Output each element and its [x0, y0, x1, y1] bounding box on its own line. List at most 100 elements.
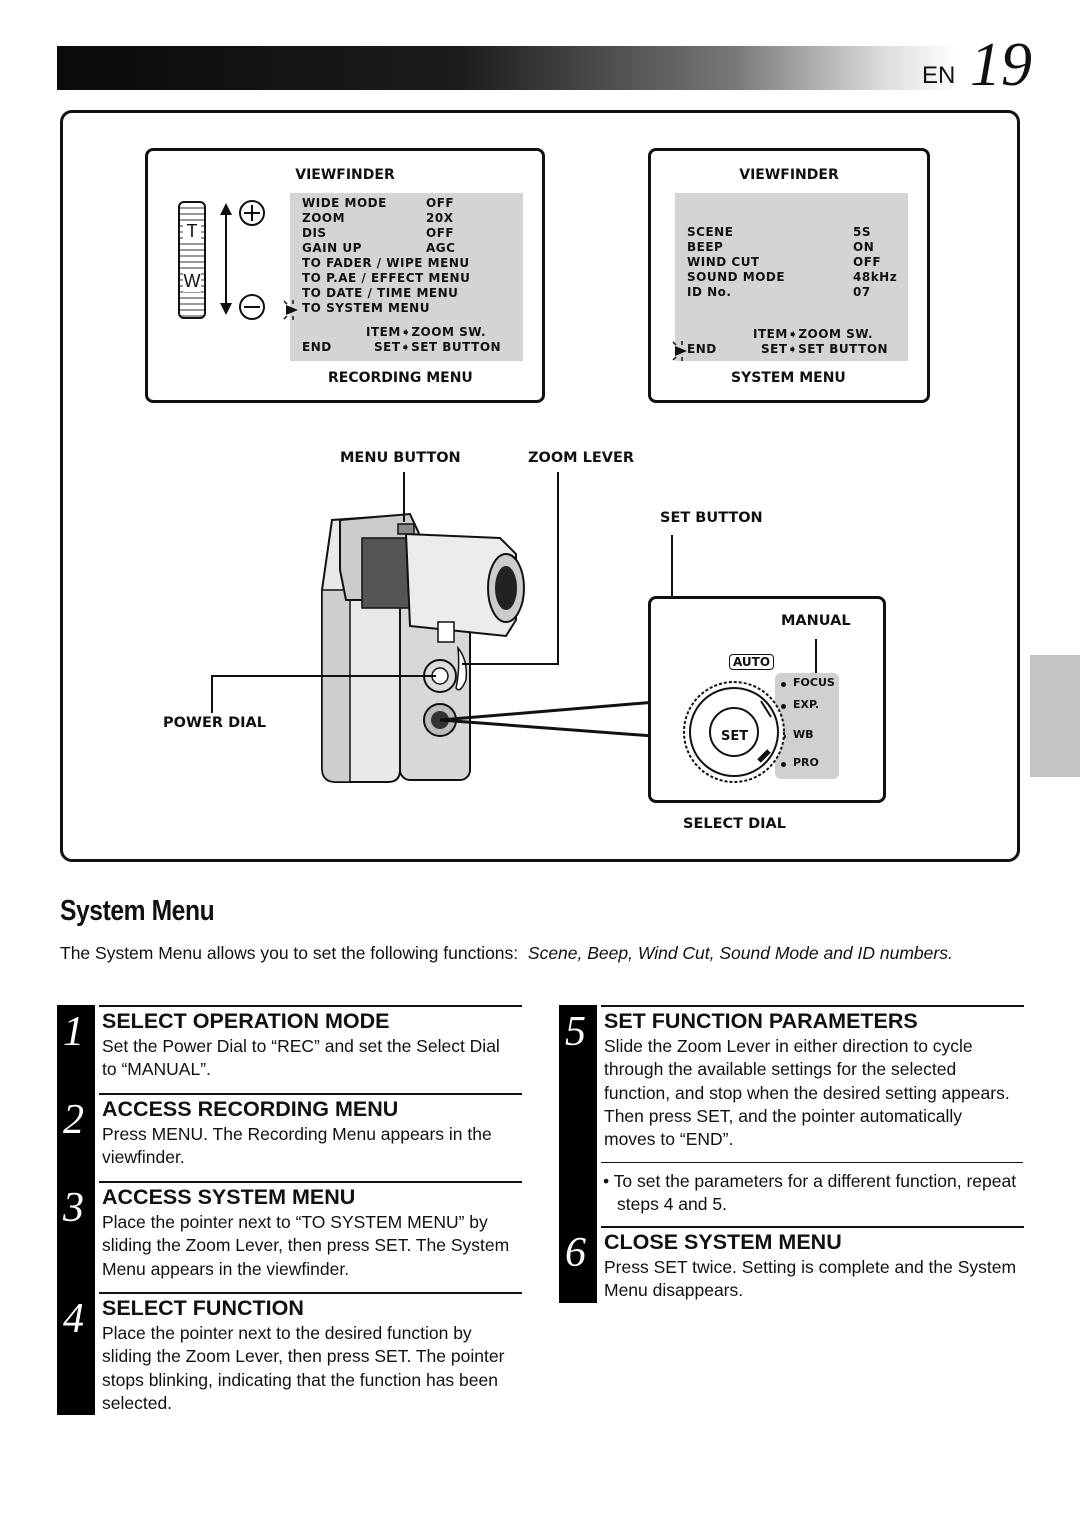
header-bar [57, 46, 957, 90]
dial-mode-label: PRO [793, 756, 819, 769]
dial-mode-label: FOCUS [793, 676, 835, 689]
step-body: Press SET twice. Setting is complete and… [604, 1257, 1017, 1301]
dial-modes-panel [775, 673, 839, 779]
menu-item-name: WIND CUT [687, 255, 760, 269]
step-body: Place the pointer next to the desired fu… [102, 1323, 505, 1413]
page-number: 19 [970, 31, 1032, 99]
step-divider [99, 1005, 522, 1007]
menu-item-name: TO P.AE / EFFECT MENU [302, 271, 471, 285]
step-divider [601, 1005, 1024, 1007]
camcorder-illustration [321, 512, 525, 783]
menu-item-name: BEEP [687, 240, 724, 254]
step-bar-left [57, 1005, 95, 1415]
dial-set-label: SET [721, 729, 749, 744]
system-menu-caption: SYSTEM MENU [731, 370, 846, 386]
recording-menu-viewfinder: VIEWFINDER T W WIDE MODE OFF ZOOM 20X DIS OFF… [145, 148, 545, 403]
note-text: • To set the parameters for a different … [603, 1171, 1017, 1215]
viewfinder-title: VIEWFINDER [739, 167, 839, 183]
intro-text: The System Menu allows you to set the fo… [60, 943, 519, 963]
note-divider [601, 1162, 1023, 1163]
manual-leader [815, 639, 817, 675]
menu-footer-item: ITEM➧ZOOM SW. [753, 327, 874, 341]
menu-item-value: OFF [853, 255, 882, 269]
zoom-w-label: W [183, 271, 201, 292]
step-body: Slide the Zoom Lever in either direction… [604, 1036, 1010, 1150]
step-number: 5 [565, 1009, 586, 1055]
set-button-label: SET BUTTON [660, 510, 763, 526]
menu-item-name: ID No. [687, 285, 732, 299]
manual-label: MANUAL [781, 613, 851, 629]
step-heading: ACCESS RECORDING MENU [102, 1097, 399, 1121]
menu-item-name: ZOOM [302, 211, 346, 225]
menu-item-value: ON [853, 240, 875, 254]
select-dial-leader [440, 698, 681, 740]
step-body: Press MENU. The Recording Menu appears i… [102, 1124, 492, 1168]
zoom-lever-leader-h [462, 663, 559, 665]
diagram-frame [60, 110, 1020, 862]
step-heading: ACCESS SYSTEM MENU [102, 1185, 356, 1209]
step-divider [99, 1093, 522, 1095]
intro-functions: Scene, Beep, Wind Cut, Sound Mode and ID… [527, 943, 953, 963]
zoom-lever-label: ZOOM LEVER [528, 450, 635, 466]
step-number: 3 [63, 1185, 84, 1231]
step-number: 6 [565, 1230, 586, 1276]
section-title: System Menu [60, 895, 215, 927]
step-heading: CLOSE SYSTEM MENU [604, 1230, 842, 1254]
zoom-t-label: T [183, 221, 201, 242]
dial-mode-dot [781, 704, 786, 709]
menu-item-name: WIDE MODE [302, 196, 387, 210]
select-dial-icon [683, 681, 785, 783]
step-body: Set the Power Dial to “REC” and set the … [102, 1036, 500, 1080]
system-menu-viewfinder: VIEWFINDER SCENE 5S BEEP ON WIND CUT OFF SOUND… [648, 148, 930, 403]
section-intro: The System Menu allows you to set the fo… [60, 942, 1020, 965]
power-dial-label: POWER DIAL [163, 715, 266, 731]
power-dial-leader-h [211, 675, 436, 677]
menu-item-value: AGC [426, 241, 456, 255]
step-number: 4 [63, 1296, 84, 1342]
dial-mode-dot [781, 762, 786, 767]
recording-menu-caption: RECORDING MENU [328, 370, 473, 386]
menu-footer-set: SET➧SET BUTTON [374, 340, 502, 354]
step-heading: SELECT FUNCTION [102, 1296, 304, 1320]
menu-item-name: SOUND MODE [687, 270, 786, 284]
section-tab [1030, 655, 1080, 777]
menu-footer-set: SET➧SET BUTTON [761, 342, 889, 356]
menu-item-value: 48kHz [853, 270, 898, 284]
menu-item-name: TO DATE / TIME MENU [302, 286, 459, 300]
menu-footer-end: END [687, 342, 717, 356]
menu-item-name: SCENE [687, 225, 734, 239]
power-dial-leader-v [211, 675, 213, 713]
page-language: EN [922, 62, 956, 89]
menu-item-value: 20X [426, 211, 454, 225]
menu-item-value: OFF [426, 226, 455, 240]
dial-mode-label: WB [793, 728, 814, 741]
menu-footer-item: ITEM➧ZOOM SW. [366, 325, 487, 339]
step-number: 1 [63, 1009, 84, 1055]
menu-item-name: GAIN UP [302, 241, 362, 255]
step-divider [99, 1292, 522, 1294]
dial-mode-label: EXP. [793, 698, 820, 711]
menu-item-value: 5S [853, 225, 871, 239]
menu-item-value: OFF [426, 196, 455, 210]
menu-item-name: TO FADER / WIPE MENU [302, 256, 470, 270]
step-bar-right [559, 1005, 597, 1303]
menu-button-label: MENU BUTTON [340, 450, 461, 466]
menu-footer-end: END [302, 340, 332, 354]
zoom-lever-leader-v [557, 472, 559, 665]
step-heading: SET FUNCTION PARAMETERS [604, 1009, 918, 1033]
menu-button-leader [403, 472, 405, 522]
zoom-tw-indicator: T W [178, 201, 206, 319]
menu-item-value: 07 [853, 285, 871, 299]
step-number: 2 [63, 1097, 84, 1143]
viewfinder-title: VIEWFINDER [295, 167, 395, 183]
step-divider [601, 1226, 1024, 1228]
menu-item-name: DIS [302, 226, 327, 240]
dial-mode-dot [781, 682, 786, 687]
select-dial-label: SELECT DIAL [683, 816, 786, 832]
step-divider [99, 1181, 522, 1183]
menu-item-name: TO SYSTEM MENU [302, 301, 430, 315]
step-body: Place the pointer next to “TO SYSTEM MEN… [102, 1212, 510, 1279]
